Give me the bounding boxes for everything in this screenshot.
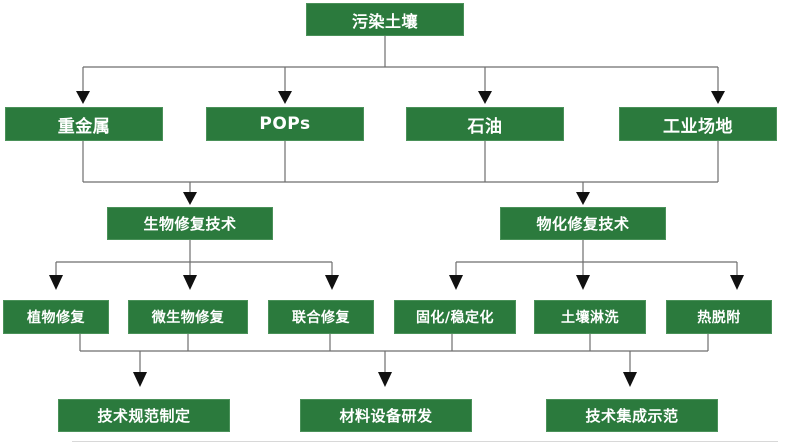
node-phytoremediation[interactable]: 植物修复 [3,300,109,334]
arrowhead-n13 [730,275,744,290]
arrowhead-n15 [378,372,392,387]
arrowhead-n16 [623,372,637,387]
arrowhead-n8 [49,275,63,290]
node-pops[interactable]: POPs [206,107,364,141]
arrowhead-n2 [76,91,90,104]
arrowhead-n4 [478,91,492,104]
arrowhead-n3 [278,91,292,104]
node-combined-remediation[interactable]: 联合修复 [268,300,374,334]
node-microbial-remediation[interactable]: 微生物修复 [128,300,248,334]
node-technology-integration-demonstration[interactable]: 技术集成示范 [546,399,718,432]
node-soil-washing[interactable]: 土壤淋洗 [534,300,646,334]
arrowhead-n7 [576,192,590,205]
node-material-equipment-rd[interactable]: 材料设备研发 [300,399,472,432]
node-heavy-metals[interactable]: 重金属 [5,107,163,141]
arrowhead-n12 [576,275,590,290]
arrowhead-n9 [183,275,197,290]
node-technical-standard-formulation[interactable]: 技术规范制定 [58,399,230,432]
node-solidification-stabilization[interactable]: 固化/稳定化 [394,300,516,334]
node-contaminated-soil[interactable]: 污染土壤 [306,3,464,36]
node-industrial-site[interactable]: 工业场地 [619,107,777,141]
arrowhead-n11 [449,275,463,290]
node-petroleum[interactable]: 石油 [406,107,564,141]
arrowhead-n14 [133,372,147,387]
arrowhead-n6 [183,192,197,205]
footer-rule [72,441,778,442]
arrowhead-n5 [711,91,725,104]
node-bioremediation-technology[interactable]: 生物修复技术 [107,207,273,240]
node-thermal-desorption[interactable]: 热脱附 [666,300,772,334]
node-physicochemical-remediation-technology[interactable]: 物化修复技术 [500,207,666,240]
arrowhead-n10 [325,275,339,290]
